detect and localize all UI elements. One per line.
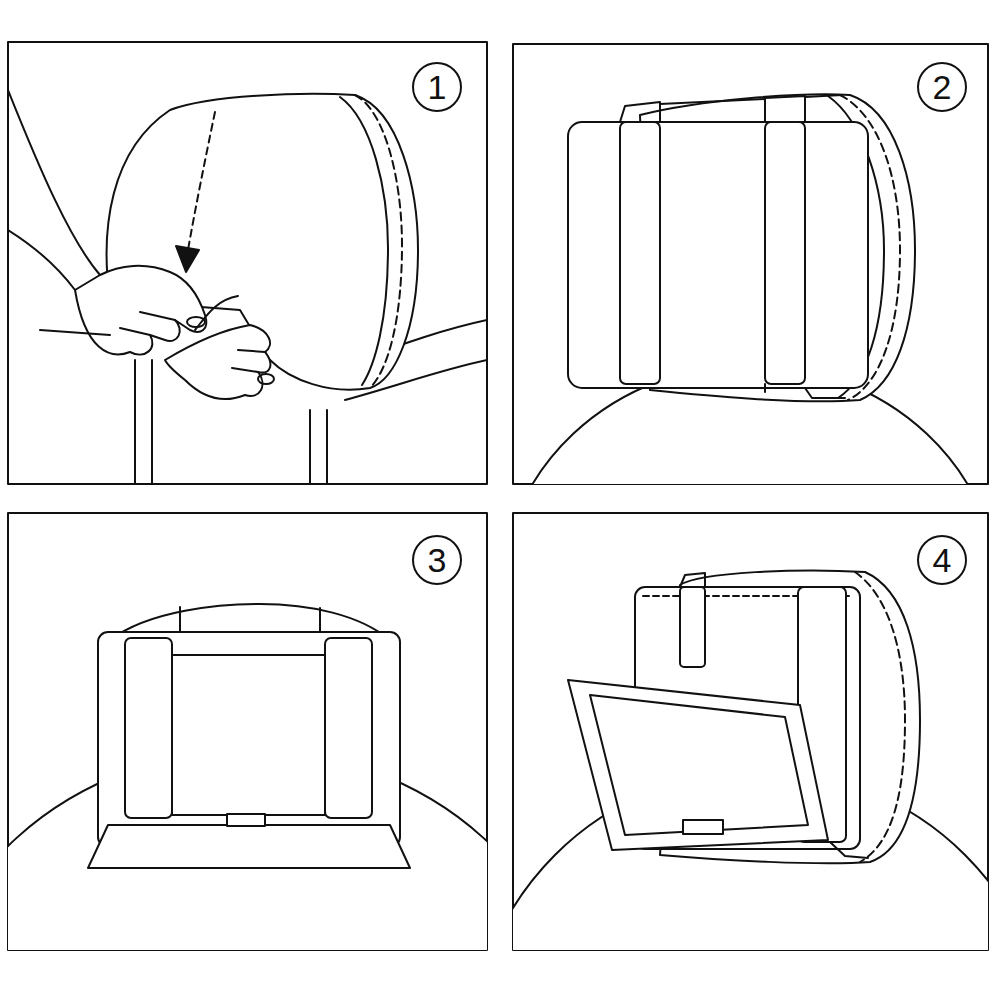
step-number-circle: 4 <box>917 535 967 585</box>
step-two-illustration <box>513 94 988 484</box>
step-number-circle: 1 <box>412 62 462 112</box>
step-number: 1 <box>428 70 447 104</box>
step-four-illustration <box>513 571 988 950</box>
panel-frame <box>8 42 487 484</box>
step-number-circle: 3 <box>412 535 462 585</box>
step-three-illustration <box>8 604 487 950</box>
step-number: 4 <box>933 543 952 577</box>
step-number: 3 <box>428 543 447 577</box>
step-number: 2 <box>933 70 952 104</box>
step-one-illustration <box>8 90 487 484</box>
step-number-circle: 2 <box>917 62 967 112</box>
